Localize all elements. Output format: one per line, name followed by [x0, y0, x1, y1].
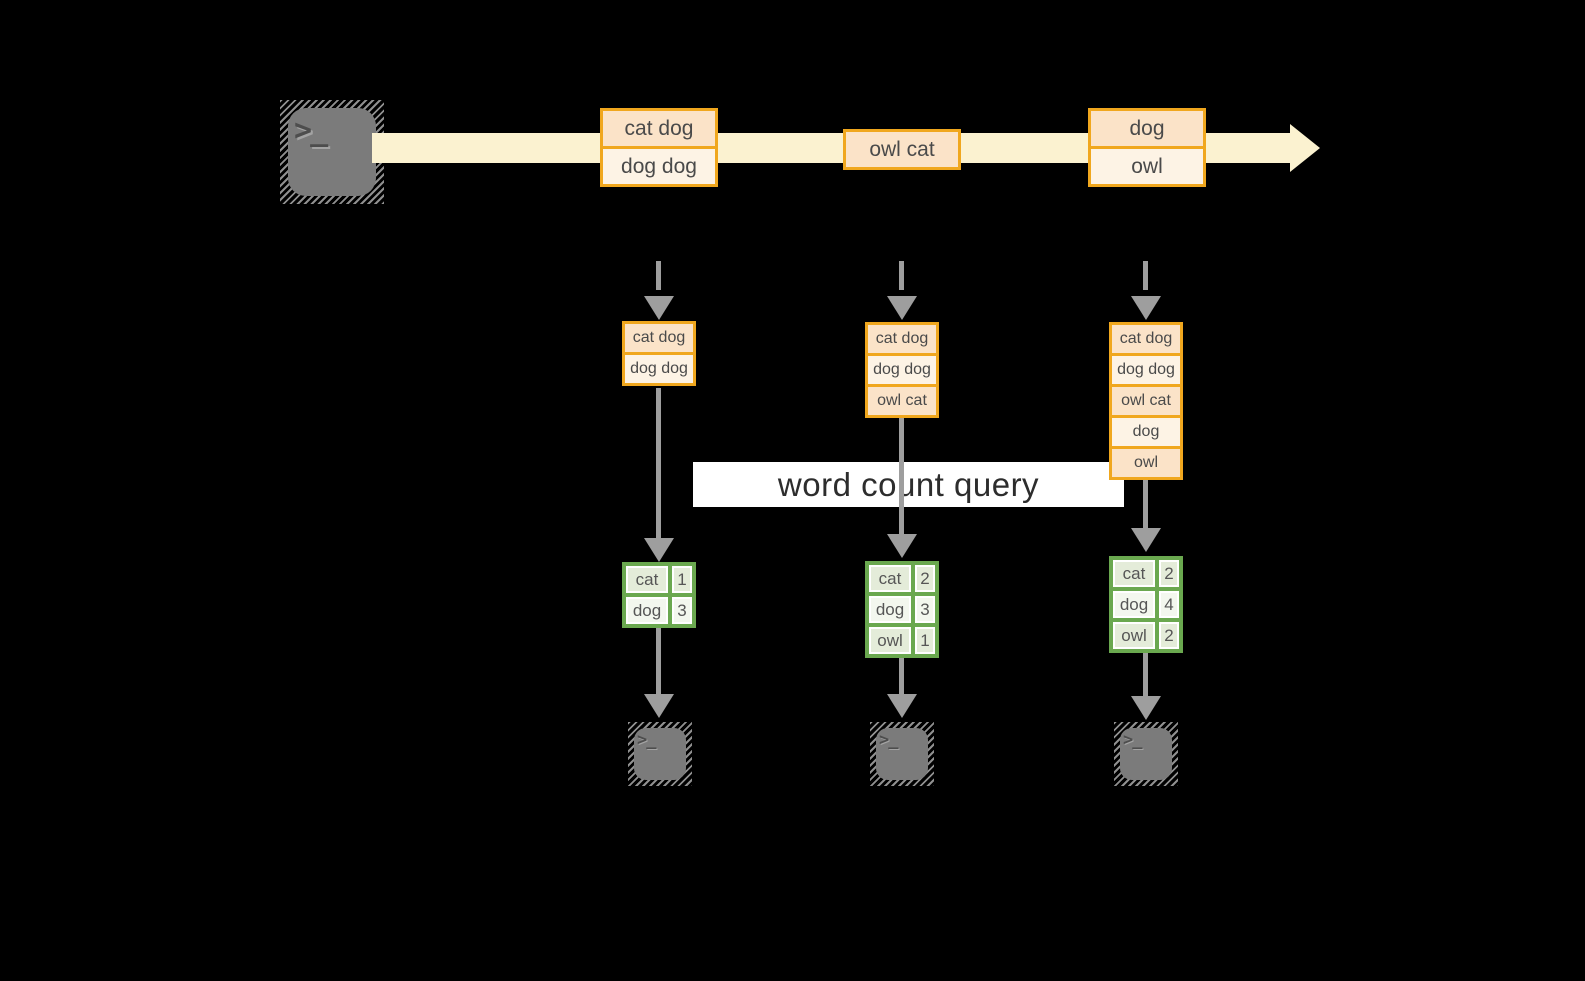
- state-line: dog dog: [1112, 353, 1180, 384]
- state-line: dog: [1112, 415, 1180, 446]
- cursor-char: _: [646, 730, 656, 750]
- prompt-char: >: [879, 730, 889, 750]
- state-stack-2: cat dog dog dog owl cat: [865, 322, 939, 418]
- dashed-arrow-1: [656, 261, 661, 290]
- stream-event-box-3: dog owl: [1088, 108, 1206, 187]
- count-word: dog: [1111, 589, 1157, 620]
- prompt-char: >: [1123, 730, 1133, 750]
- state-line: owl: [1112, 446, 1180, 477]
- query-label-band: word count query: [693, 462, 1124, 507]
- count-value: 2: [913, 563, 937, 594]
- count-value: 2: [1157, 620, 1181, 651]
- count-table-3: cat 2 dog 4 owl 2: [1109, 556, 1183, 653]
- sink-arrow-1: [656, 628, 661, 694]
- stream-event-box-1: cat dog dog dog: [600, 108, 718, 187]
- event-line: cat dog: [603, 111, 715, 146]
- event-line: owl cat: [846, 132, 958, 167]
- count-value: 4: [1157, 589, 1181, 620]
- count-word: dog: [867, 594, 913, 625]
- count-word: cat: [1111, 558, 1157, 589]
- state-line: owl cat: [1112, 384, 1180, 415]
- count-word: cat: [867, 563, 913, 594]
- query-label: word count query: [777, 465, 1040, 503]
- dashed-arrow-3-head-icon: [1131, 296, 1161, 320]
- event-line: owl: [1091, 146, 1203, 184]
- cursor-char: _: [310, 113, 328, 148]
- sink-arrow-3-head-icon: [1131, 696, 1161, 720]
- count-word: cat: [624, 564, 670, 595]
- dashed-arrow-3: [1143, 261, 1148, 290]
- terminal-screen: [1120, 728, 1172, 780]
- event-line: dog dog: [603, 146, 715, 184]
- sink-arrow-2: [899, 658, 904, 694]
- state-line: dog dog: [625, 352, 693, 383]
- sink-arrow-1-head-icon: [644, 694, 674, 718]
- state-line: dog dog: [868, 353, 936, 384]
- dashed-arrow-2: [899, 261, 904, 290]
- terminal-source-icon: >_: [280, 100, 384, 204]
- count-value: 2: [1157, 558, 1181, 589]
- dashed-arrow-2-head-icon: [887, 296, 917, 320]
- count-value: 3: [913, 594, 937, 625]
- state-line: cat dog: [625, 324, 693, 352]
- dashed-arrow-1-head-icon: [644, 296, 674, 320]
- terminal-prompt-icon: >_: [879, 730, 899, 750]
- count-word: dog: [624, 595, 670, 626]
- sink-arrow-2-head-icon: [887, 694, 917, 718]
- count-word: owl: [1111, 620, 1157, 651]
- state-stack-1: cat dog dog dog: [622, 321, 696, 386]
- state-line: cat dog: [1112, 325, 1180, 353]
- stream-event-box-2: owl cat: [843, 129, 961, 170]
- count-value: 1: [670, 564, 694, 595]
- count-value: 3: [670, 595, 694, 626]
- terminal-sink-icon-2: >_: [870, 722, 934, 786]
- terminal-screen: [634, 728, 686, 780]
- terminal-prompt-icon: >_: [1123, 730, 1143, 750]
- terminal-prompt-icon: >_: [637, 730, 657, 750]
- terminal-screen: [288, 108, 376, 196]
- connector-3: [1143, 477, 1148, 529]
- connector-1-head-icon: [644, 538, 674, 562]
- terminal-screen: [876, 728, 928, 780]
- connector-1: [656, 388, 661, 540]
- state-line: owl cat: [868, 384, 936, 415]
- prompt-char: >: [294, 113, 312, 148]
- count-table-1: cat 1 dog 3: [622, 562, 696, 628]
- connector-2-head-icon: [887, 534, 917, 558]
- terminal-prompt-icon: >_: [294, 113, 328, 148]
- sink-arrow-3: [1143, 653, 1148, 696]
- connector-3-head-icon: [1131, 528, 1161, 552]
- state-line: cat dog: [868, 325, 936, 353]
- terminal-sink-icon-3: >_: [1114, 722, 1178, 786]
- cursor-char: _: [1132, 730, 1142, 750]
- count-word: owl: [867, 625, 913, 656]
- count-table-2: cat 2 dog 3 owl 1: [865, 561, 939, 658]
- connector-2: [899, 418, 904, 536]
- state-stack-3: cat dog dog dog owl cat dog owl: [1109, 322, 1183, 480]
- cursor-char: _: [888, 730, 898, 750]
- prompt-char: >: [637, 730, 647, 750]
- count-value: 1: [913, 625, 937, 656]
- terminal-sink-icon-1: >_: [628, 722, 692, 786]
- stream-arrow-head-icon: [1290, 124, 1320, 172]
- event-line: dog: [1091, 111, 1203, 146]
